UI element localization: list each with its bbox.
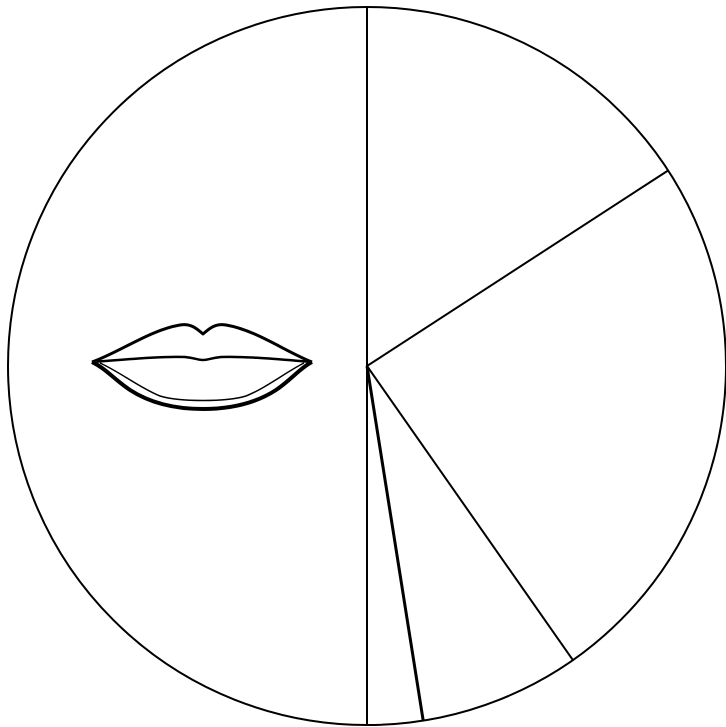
boundary-lower-right — [367, 366, 573, 660]
lips-icon — [92, 325, 312, 409]
boundary-upper-right — [367, 171, 668, 367]
boundary-bottom-right — [367, 366, 423, 721]
